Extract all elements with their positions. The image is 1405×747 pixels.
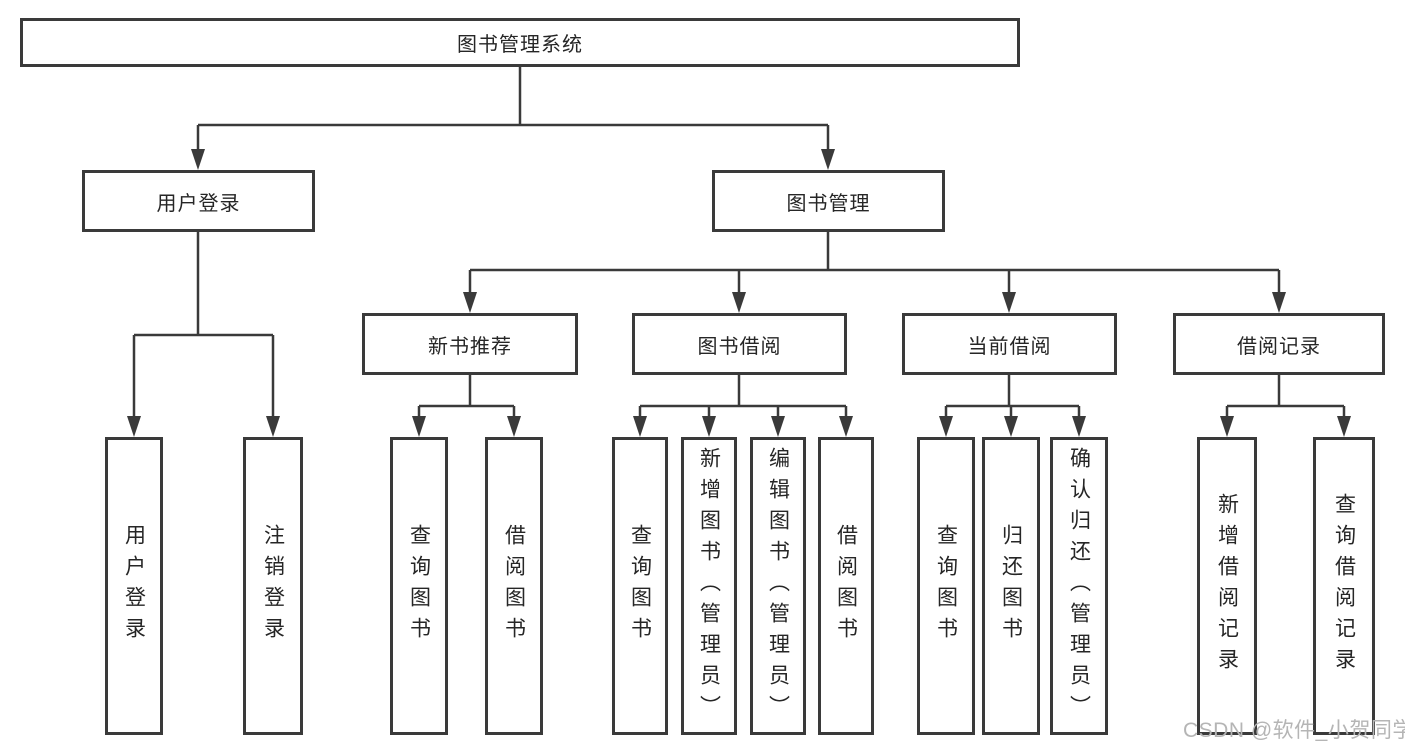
leaf-query-borrow-record: 查询借阅记录	[1313, 437, 1375, 735]
node-book-management: 图书管理	[712, 170, 945, 232]
node-current-borrow: 当前借阅	[902, 313, 1117, 375]
leaf-label: 借阅图书	[502, 524, 526, 648]
leaf-add-book-admin: 新增图书（管理员）	[681, 437, 737, 735]
leaf-label: 借阅图书	[834, 524, 858, 648]
node-label: 图书借阅	[697, 335, 782, 358]
leaf-label: 新增借阅记录	[1215, 493, 1239, 679]
node-label: 新书推荐	[428, 335, 512, 358]
leaf-label: 新增图书（管理员）	[697, 446, 721, 726]
leaf-query-books-current: 查询图书	[917, 437, 975, 735]
leaf-label: 注销登录	[261, 524, 285, 648]
leaf-label: 查询图书	[407, 524, 431, 648]
leaf-label: 归还图书	[999, 524, 1023, 648]
node-label: 用户登录	[156, 192, 241, 215]
node-user-login: 用户登录	[82, 170, 315, 232]
leaf-label: 查询图书	[934, 524, 958, 648]
leaf-confirm-return-admin: 确认归还（管理员）	[1050, 437, 1108, 735]
leaf-return-books: 归还图书	[982, 437, 1040, 735]
leaf-label: 查询借阅记录	[1332, 493, 1356, 679]
leaf-query-books-recommend: 查询图书	[390, 437, 448, 735]
leaf-label: 确认归还（管理员）	[1067, 446, 1091, 726]
node-label: 图书管理系统	[457, 34, 583, 56]
leaf-add-borrow-record: 新增借阅记录	[1197, 437, 1257, 735]
csdn-watermark: CSDN @软件_小贺同学	[1183, 719, 1405, 742]
leaf-logout: 注销登录	[243, 437, 303, 735]
leaf-borrow-books-recommend: 借阅图书	[485, 437, 543, 735]
leaf-label: 查询图书	[628, 524, 652, 648]
leaf-borrow-books: 借阅图书	[818, 437, 874, 735]
node-library-management-system: 图书管理系统	[20, 18, 1020, 67]
leaf-user-login: 用户登录	[105, 437, 163, 735]
node-borrow-records: 借阅记录	[1173, 313, 1385, 375]
leaf-edit-book-admin: 编辑图书（管理员）	[750, 437, 806, 735]
node-label: 图书管理	[786, 192, 871, 215]
leaf-label: 用户登录	[122, 524, 146, 648]
leaf-query-books-borrow: 查询图书	[612, 437, 668, 735]
node-new-book-recommend: 新书推荐	[362, 313, 578, 375]
arrowheads	[127, 149, 1351, 437]
node-label: 借阅记录	[1237, 335, 1321, 358]
node-book-borrow: 图书借阅	[632, 313, 847, 375]
node-label: 当前借阅	[967, 335, 1052, 358]
leaf-label: 编辑图书（管理员）	[766, 446, 790, 726]
